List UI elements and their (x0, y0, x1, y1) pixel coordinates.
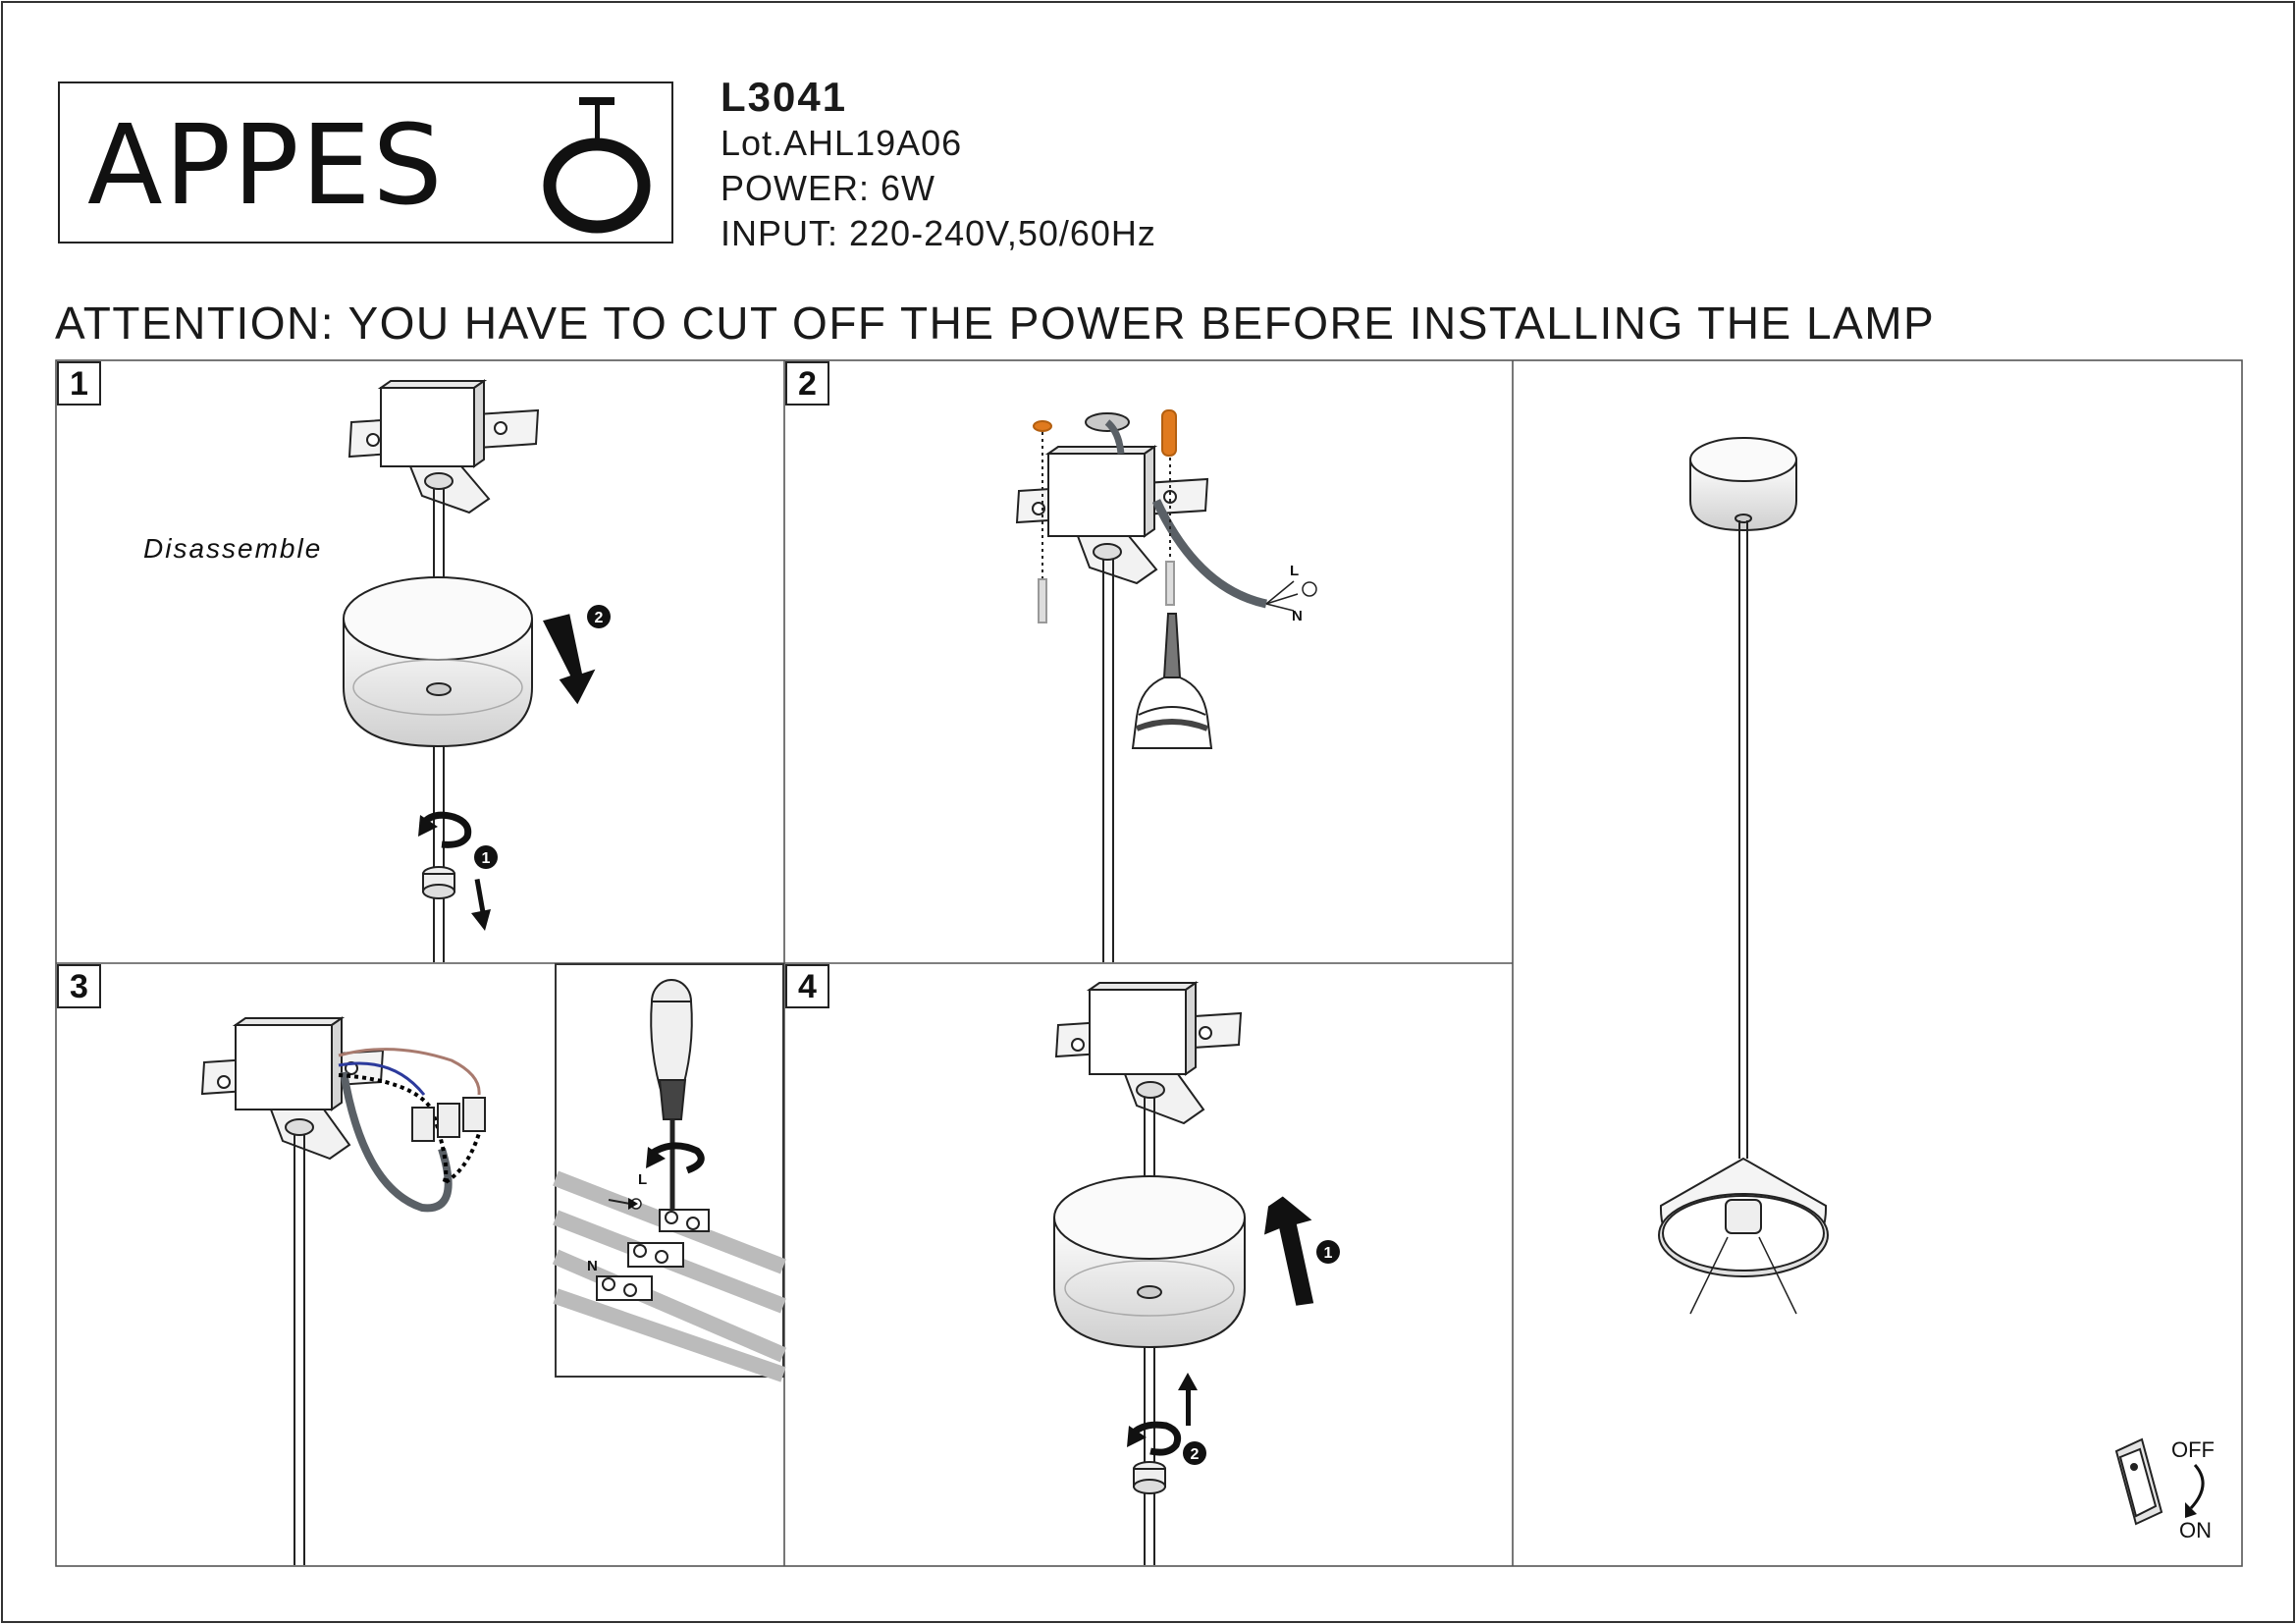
wire-label-n: N (587, 1258, 598, 1274)
step-3-illustration (200, 1016, 486, 1565)
step-2-wire-labels: L N (1290, 563, 1303, 624)
final-lamp-illustration (1658, 437, 1829, 1315)
wire-label-l: L (1290, 563, 1299, 579)
step-3-inset-detail (552, 963, 787, 1382)
step-2-illustration (1015, 409, 1317, 962)
wire-label-l: L (638, 1171, 647, 1188)
wire-label-n: N (1292, 608, 1303, 624)
panel-grid (55, 359, 2243, 1567)
power-rating: POWER: 6W (721, 168, 936, 208)
step-1-markers: 2 1 (474, 605, 611, 869)
logo-box: APPES (58, 81, 673, 244)
step-1-illustration (343, 379, 540, 962)
switch-off-label: OFF (2171, 1437, 2215, 1462)
switch-on-label: ON (2179, 1518, 2212, 1543)
step-4-illustration (1053, 981, 1246, 1565)
step-4-arrows (1127, 1196, 1314, 1456)
power-switch-icon (2114, 1437, 2205, 1526)
step-number-2: 2 (785, 361, 829, 406)
step-1-arrows (418, 614, 596, 931)
step-number-1: 1 (57, 361, 101, 406)
input-rating: INPUT: 220-240V,50/60Hz (721, 213, 1156, 253)
marker-2: 2 (1191, 1446, 1200, 1463)
disassemble-label: Disassemble (143, 533, 323, 564)
marker-1: 1 (1324, 1245, 1333, 1262)
step-3-wire-labels: L N (587, 1171, 647, 1274)
logo-text: APPES (87, 102, 445, 230)
switch-labels: OFF ON (2171, 1437, 2215, 1543)
model-number: L3041 (721, 74, 848, 120)
step-number-3: 3 (57, 964, 101, 1008)
step-number-4: 4 (785, 964, 829, 1008)
marker-2: 2 (595, 610, 604, 626)
step-4-markers: 1 2 (1183, 1240, 1340, 1465)
marker-1: 1 (482, 850, 491, 867)
lot-number: Lot.AHL19A06 (721, 123, 963, 163)
attention-warning: ATTENTION: YOU HAVE TO CUT OFF THE POWER… (55, 298, 1936, 349)
